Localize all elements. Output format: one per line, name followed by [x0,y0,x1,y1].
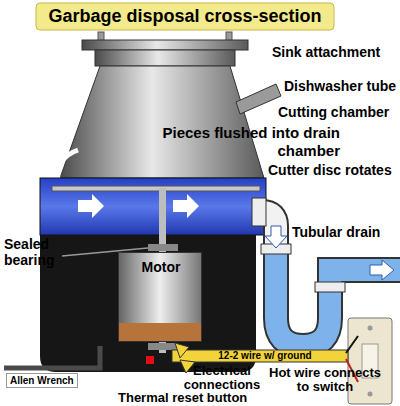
cutting-chamber [60,66,264,178]
sink-ring [95,50,235,66]
reset-button [146,356,154,364]
flow-arrow [370,260,394,280]
bearing [148,343,178,350]
switch-screw [368,326,373,331]
flow-arrow [265,226,287,248]
part-label: Thermal reset button [118,391,247,405]
dishwasher-tube [236,84,281,114]
pipe-coupling [315,282,345,292]
flow-note: Pieces flushed into drain chamber [140,124,340,160]
part-label: Sink attachment [272,44,380,60]
hot-wire [346,336,358,353]
wiring-note: Hot wire connects to switch [262,366,388,394]
part-label: Motor [119,259,203,275]
part-label: Tubular drain [292,224,380,240]
switch-screw [368,392,373,397]
diagram-title: Garbage disposal cross-section [36,3,334,30]
drain-chamber [40,178,266,235]
part-label: Cutter disc rotates [268,162,392,178]
tool-label: Allen Wrench [6,373,78,388]
allen-wrench [4,346,100,368]
title-box [36,3,334,30]
pipe-coupling [252,198,266,226]
sink-flange [82,40,248,50]
part-label: Dishwasher tube [284,78,396,94]
cable-label: 12-2 wire w/ ground [200,350,330,362]
part-label: Cutting chamber [278,104,389,120]
rotation-arrow [173,194,199,218]
wall-switch [348,318,392,404]
wire-nut [175,343,189,358]
wire-nut [180,360,195,373]
part-label: Sealed bearing [4,236,66,268]
rotation-arrow [78,194,104,218]
cutter-disc [52,186,260,191]
cable [172,350,348,362]
flow-arrow [58,150,78,182]
bearing [148,244,178,251]
part-label: Electrical connections [172,364,272,392]
motor-body: Motor [118,252,202,342]
